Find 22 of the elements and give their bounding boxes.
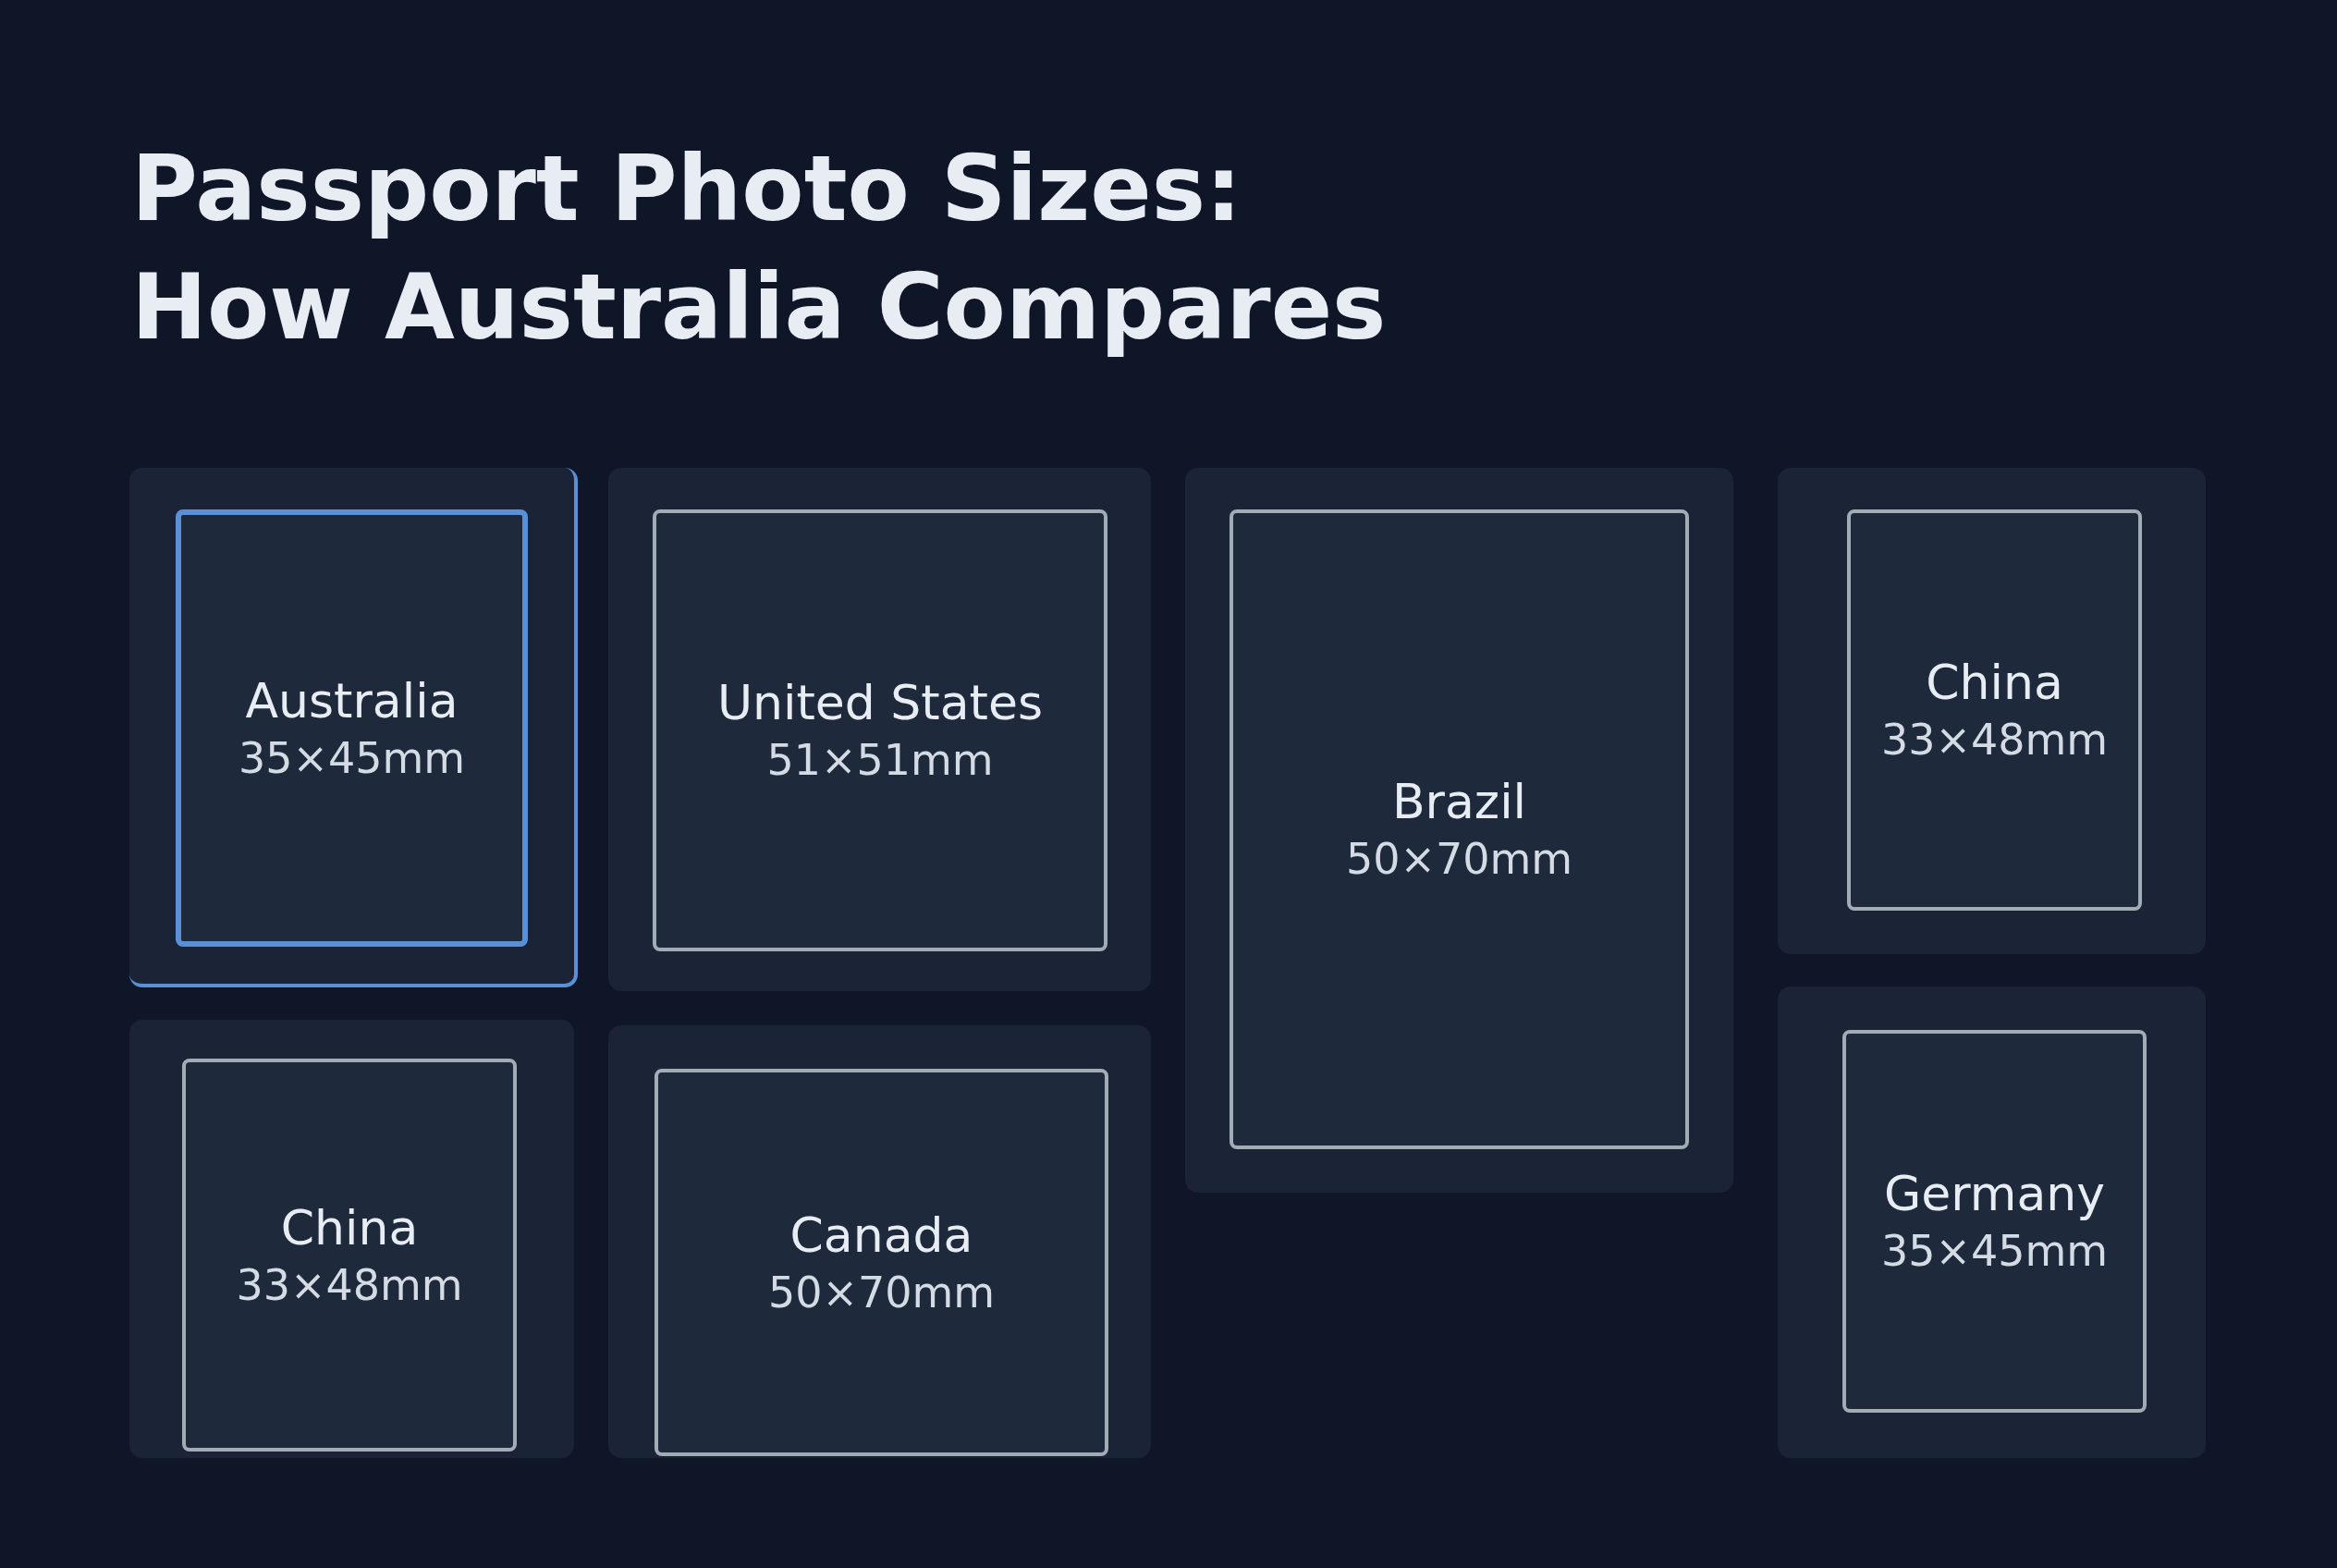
photo-frame: [1230, 509, 1689, 1149]
photo-size: 50×70mm: [1345, 833, 1573, 886]
title: Passport Photo Sizes: How Australia Compares: [131, 135, 1388, 361]
country-name: China: [1926, 654, 2063, 712]
country-name: China: [280, 1198, 419, 1257]
photo-frame: [176, 509, 528, 947]
photo-frame: [653, 509, 1107, 951]
country-name: Australia: [245, 671, 459, 730]
photo-size: 35×45mm: [1880, 1225, 2109, 1278]
photo-frame: [655, 1069, 1108, 1456]
country-name: Canada: [789, 1206, 973, 1265]
photo-size: 33×48mm: [236, 1258, 463, 1312]
photo-size: 50×70mm: [767, 1266, 996, 1319]
country-name: United States: [716, 674, 1044, 732]
photo-frame: [1847, 509, 2142, 911]
photo-size: 51×51mm: [766, 734, 994, 787]
photo-frame: [1842, 1030, 2147, 1413]
photo-frame: [182, 1059, 517, 1452]
country-name: Brazil: [1391, 773, 1527, 831]
photo-size: 35×45mm: [238, 731, 466, 785]
photo-size: 33×48mm: [1880, 714, 2109, 766]
country-name: Germany: [1884, 1165, 2105, 1223]
